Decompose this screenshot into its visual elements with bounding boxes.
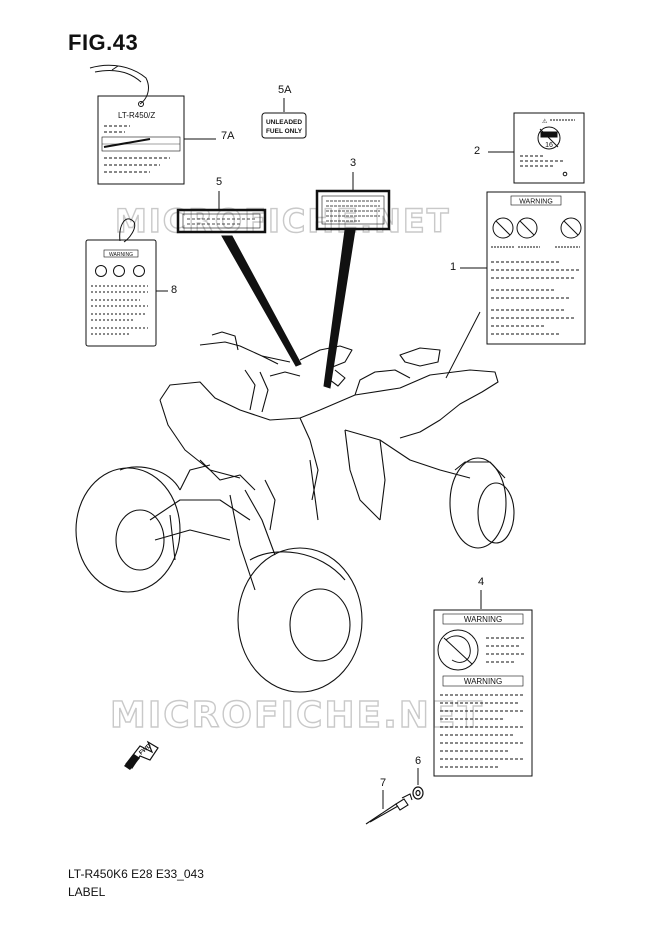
callout-3: 3 bbox=[350, 157, 357, 169]
svg-text:MICROFICHE.NET: MICROFICHE.NET bbox=[110, 695, 484, 736]
fwd-arrow-icon: FWD bbox=[124, 740, 159, 770]
callout-5a: 5A bbox=[278, 84, 292, 96]
part-2-label[interactable]: ⚠ 16 bbox=[488, 112, 585, 184]
svg-text:WARNING: WARNING bbox=[109, 252, 133, 258]
part-5a-fuel-label[interactable]: UNLEADED FUEL ONLY bbox=[261, 98, 307, 139]
callout-6: 6 bbox=[415, 755, 422, 767]
label-leaders bbox=[221, 229, 481, 389]
svg-text:MICROFICHE.NET: MICROFICHE.NET bbox=[115, 202, 451, 240]
diagram-code: LT-R450K6 E28 E33_043 bbox=[68, 867, 204, 881]
part-5-label[interactable] bbox=[176, 191, 267, 234]
part-7a-tag[interactable]: LT-R450/Z bbox=[89, 64, 216, 185]
atv-vehicle bbox=[75, 331, 515, 693]
fuel-line1: UNLEADED bbox=[266, 119, 302, 126]
part-3-label[interactable] bbox=[315, 172, 391, 231]
fuel-line2: FUEL ONLY bbox=[266, 128, 303, 135]
label-4-warning-bottom: WARNING bbox=[464, 677, 502, 686]
label-1-warning: WARNING bbox=[519, 199, 553, 206]
svg-text:⚠: ⚠ bbox=[542, 118, 548, 125]
callout-7a: 7A bbox=[221, 130, 235, 142]
callout-5: 5 bbox=[216, 176, 223, 188]
callout-2: 2 bbox=[474, 145, 481, 157]
part-8-tag[interactable]: WARNING bbox=[85, 218, 168, 347]
figure-title: FIG.43 bbox=[68, 30, 139, 55]
callout-8: 8 bbox=[171, 284, 178, 296]
callout-4: 4 bbox=[478, 576, 485, 588]
diagram-label: LABEL bbox=[68, 885, 106, 899]
svg-text:16: 16 bbox=[545, 142, 553, 149]
part-4-label[interactable]: WARNING WARNING bbox=[433, 590, 533, 777]
callout-1: 1 bbox=[450, 261, 457, 273]
watermark-bottom: MICROFICHE.NET bbox=[109, 694, 484, 736]
label-4-warning-top: WARNING bbox=[464, 615, 502, 624]
part-7-rivet[interactable] bbox=[365, 790, 413, 825]
tag-7a-text: LT-R450/Z bbox=[118, 111, 155, 120]
part-6-washer[interactable] bbox=[412, 768, 424, 800]
watermark-top: MICROFICHE.NET bbox=[114, 201, 451, 240]
callout-7: 7 bbox=[380, 777, 387, 789]
part-1-label[interactable]: WARNING bbox=[460, 191, 586, 345]
